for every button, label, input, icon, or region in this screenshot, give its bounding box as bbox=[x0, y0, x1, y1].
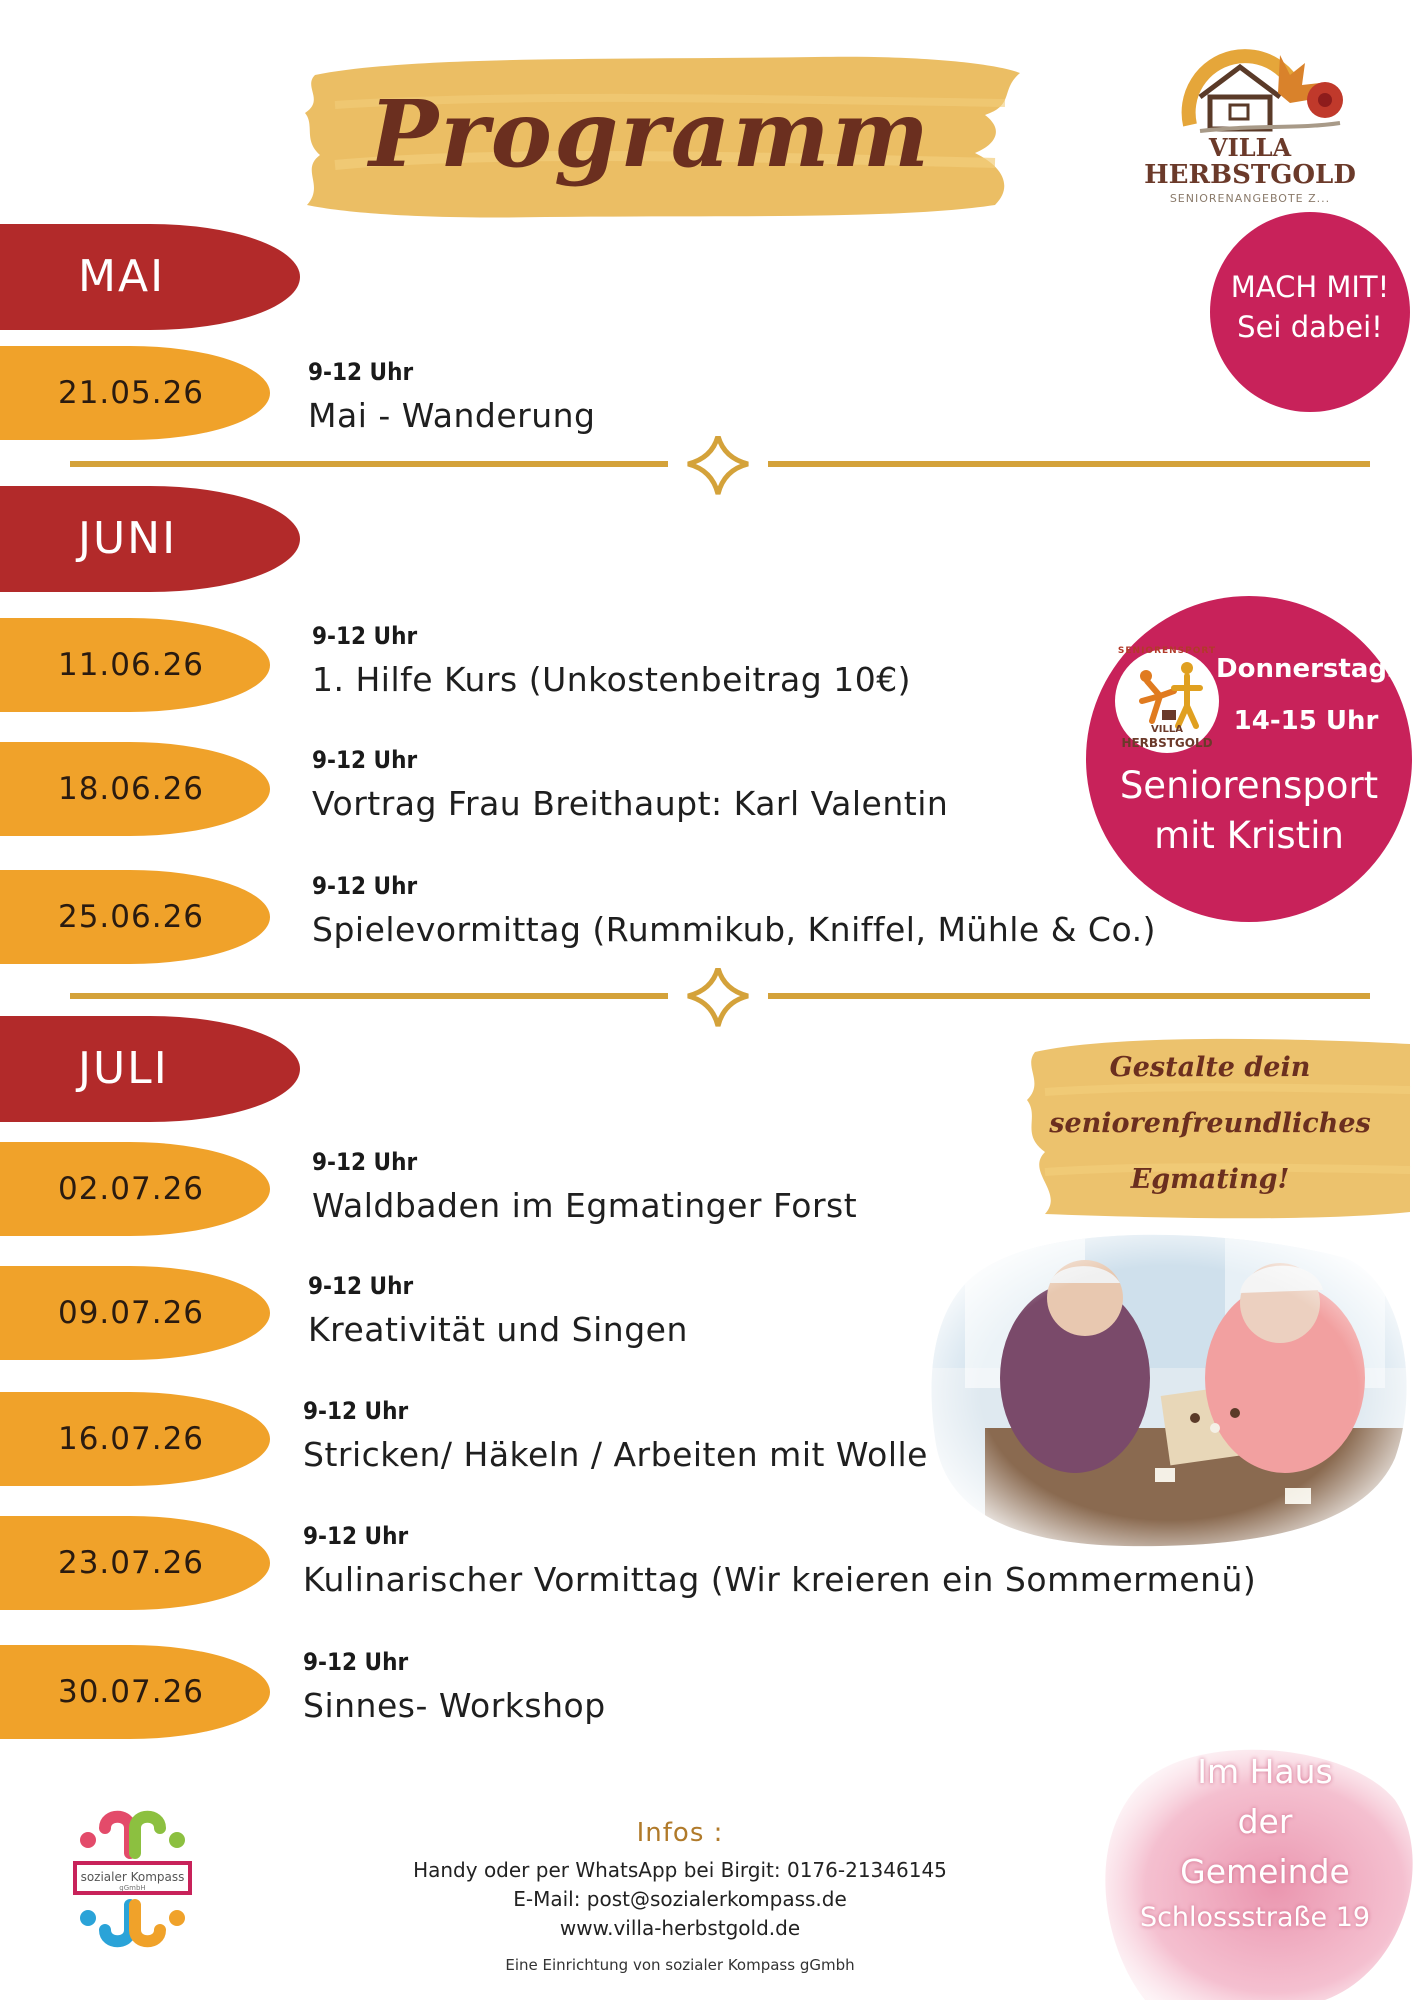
event-date: 23.07.26 bbox=[0, 1516, 270, 1610]
event-title: Kreativität und Singen bbox=[308, 1310, 688, 1349]
sport-logo-bottom2: HERBSTGOLD bbox=[1121, 736, 1213, 750]
event-date: 30.07.26 bbox=[0, 1645, 270, 1739]
event-title: 1. Hilfe Kurs (Unkostenbeitrag 10€) bbox=[312, 660, 912, 699]
location-line3: Gemeinde bbox=[1180, 1852, 1350, 1891]
kompass-gmbh: gGmbH bbox=[119, 1884, 146, 1892]
sport-logo-top-text: SENIORENSPORT bbox=[1117, 646, 1217, 656]
event-time: 9-12 Uhr bbox=[312, 1148, 418, 1176]
sport-line1: Seniorensport bbox=[1119, 764, 1379, 807]
month-may: MAI bbox=[0, 224, 300, 330]
mach-mit-badge: MACH MIT! Sei dabei! bbox=[1210, 212, 1410, 412]
event-time: 9-12 Uhr bbox=[308, 358, 414, 386]
mach-mit-line1: MACH MIT! bbox=[1230, 270, 1390, 304]
event-title: Stricken/ Häkeln / Arbeiten mit Wolle bbox=[303, 1435, 928, 1474]
sport-day: Donnerstags bbox=[1216, 654, 1403, 684]
event-time: 9-12 Uhr bbox=[308, 1272, 414, 1300]
sport-line2: mit Kristin bbox=[1154, 814, 1344, 857]
ornament-divider bbox=[70, 968, 1370, 1027]
house-leaf-logo-icon bbox=[1181, 49, 1343, 133]
logo-name-line2: HERBSTGOLD bbox=[1144, 160, 1356, 190]
event-title: Mai - Wanderung bbox=[308, 396, 596, 435]
gestalte-line2: seniorenfreundliches bbox=[1049, 1108, 1371, 1139]
event-time: 9-12 Uhr bbox=[303, 1648, 409, 1676]
footer-phone: Handy oder per WhatsApp bei Birgit: 0176… bbox=[413, 1858, 947, 1882]
event-title: Kulinarischer Vormittag (Wir kreieren ei… bbox=[303, 1560, 1257, 1599]
event-title: Vortrag Frau Breithaupt: Karl Valentin bbox=[312, 784, 949, 823]
location-line2: der bbox=[1237, 1802, 1293, 1841]
event-date: 18.06.26 bbox=[0, 742, 270, 836]
event-date: 21.05.26 bbox=[0, 346, 270, 440]
month-june: JUNI bbox=[0, 486, 300, 592]
sport-time: 14-15 Uhr bbox=[1233, 706, 1379, 736]
kompass-name: sozialer Kompass bbox=[80, 1870, 185, 1884]
sport-logo-icon bbox=[1115, 649, 1219, 753]
event-date: 11.06.26 bbox=[0, 618, 270, 712]
event-date: 09.07.26 bbox=[0, 1266, 270, 1360]
logo-tagline: SENIORENANGEBOTE Z... bbox=[1169, 192, 1331, 205]
seniors-boardgame-photo bbox=[925, 1228, 1414, 1558]
location-line4: Schlossstraße 19 bbox=[1139, 1902, 1371, 1933]
footer-note: Eine Einrichtung von sozialer Kompass gG… bbox=[505, 1956, 855, 1974]
event-time: 9-12 Uhr bbox=[312, 622, 418, 650]
gestalte-line1: Gestalte dein bbox=[1109, 1052, 1311, 1083]
gestalte-line3: Egmating! bbox=[1130, 1164, 1290, 1195]
event-time: 9-12 Uhr bbox=[312, 746, 418, 774]
gestalte-brush-stroke bbox=[1027, 1038, 1411, 1219]
event-date: 25.06.26 bbox=[0, 870, 270, 964]
event-time: 9-12 Uhr bbox=[303, 1522, 409, 1550]
infos-label: Infos : bbox=[636, 1818, 724, 1848]
location-watercolor bbox=[1105, 1749, 1413, 2000]
month-july: JULI bbox=[0, 1016, 300, 1122]
page-title: Programm bbox=[368, 80, 932, 188]
sozialer-kompass-logo: sozialer Kompass gGmbH bbox=[60, 1808, 205, 1950]
event-date: 16.07.26 bbox=[0, 1392, 270, 1486]
ornament-divider bbox=[70, 436, 1370, 495]
event-date: 02.07.26 bbox=[0, 1142, 270, 1236]
logo-name-line1: VILLA bbox=[1208, 133, 1292, 162]
kompass-cross-icon bbox=[73, 1810, 192, 1948]
villa-herbstgold-logo: VILLA HERBSTGOLD SENIORENANGEBOTE Z... bbox=[1130, 45, 1370, 215]
seniorensport-badge: SENIORENSPORT VILLA HERBSTGOLD Donnersta… bbox=[1086, 596, 1412, 922]
footer-website[interactable]: www.villa-herbstgold.de bbox=[559, 1916, 801, 1940]
event-title: Sinnes- Workshop bbox=[303, 1686, 606, 1725]
event-time: 9-12 Uhr bbox=[303, 1397, 409, 1425]
sport-logo-bottom1: VILLA bbox=[1151, 724, 1183, 735]
location-line1: Im Haus bbox=[1197, 1752, 1333, 1791]
mach-mit-line2: Sei dabei! bbox=[1237, 310, 1383, 344]
title-brush-stroke bbox=[305, 56, 1020, 218]
footer-email: E-Mail: post@sozialerkompass.de bbox=[513, 1887, 847, 1911]
event-title: Spielevormittag (Rummikub, Kniffel, Mühl… bbox=[312, 910, 1156, 949]
event-time: 9-12 Uhr bbox=[312, 872, 418, 900]
event-title: Waldbaden im Egmatinger Forst bbox=[312, 1186, 858, 1225]
